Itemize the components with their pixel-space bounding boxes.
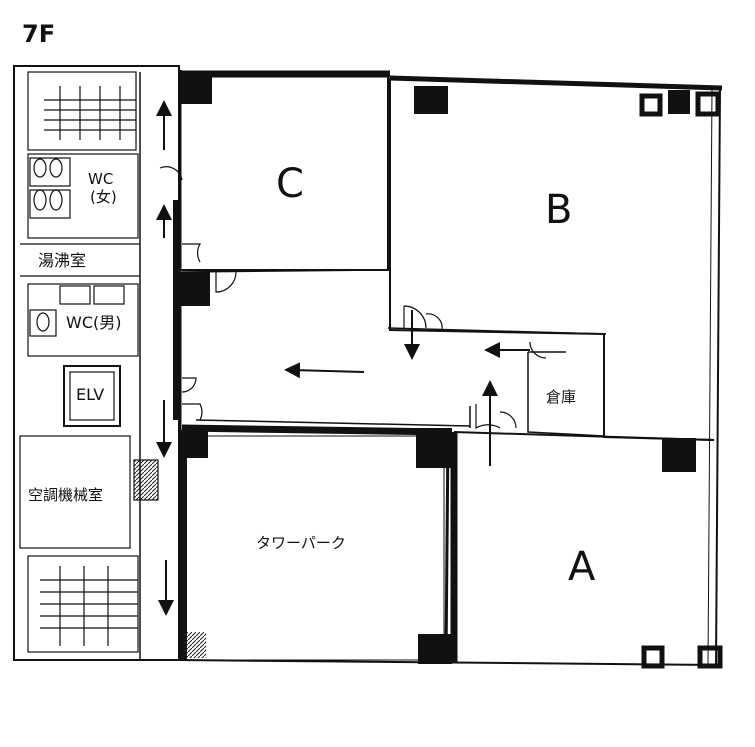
tower-park-label: タワーパーク [256, 534, 346, 552]
corridor [181, 269, 471, 428]
evacuation-arrows [156, 100, 530, 616]
floor-label: 7F [22, 20, 55, 48]
tower-park-room [181, 424, 453, 661]
kitchenette-label: 湯沸室 [38, 251, 86, 270]
storage-label: 倉庫 [546, 388, 576, 406]
corner-columns [639, 91, 723, 669]
service-core [19, 71, 159, 660]
room-a-label: A [568, 544, 596, 590]
columns [180, 74, 696, 664]
room-c [179, 73, 389, 271]
machine-room-label: 空調機械室 [28, 486, 103, 504]
room-b [387, 78, 715, 441]
storage-room [527, 351, 605, 437]
elevator-label: ELV [76, 385, 104, 404]
doors [159, 166, 547, 430]
room-b-label: B [545, 187, 572, 233]
room-c-label: C [276, 161, 304, 207]
wc-women-label: WC (女) [88, 170, 118, 206]
wc-men-label: WC(男) [66, 313, 121, 332]
